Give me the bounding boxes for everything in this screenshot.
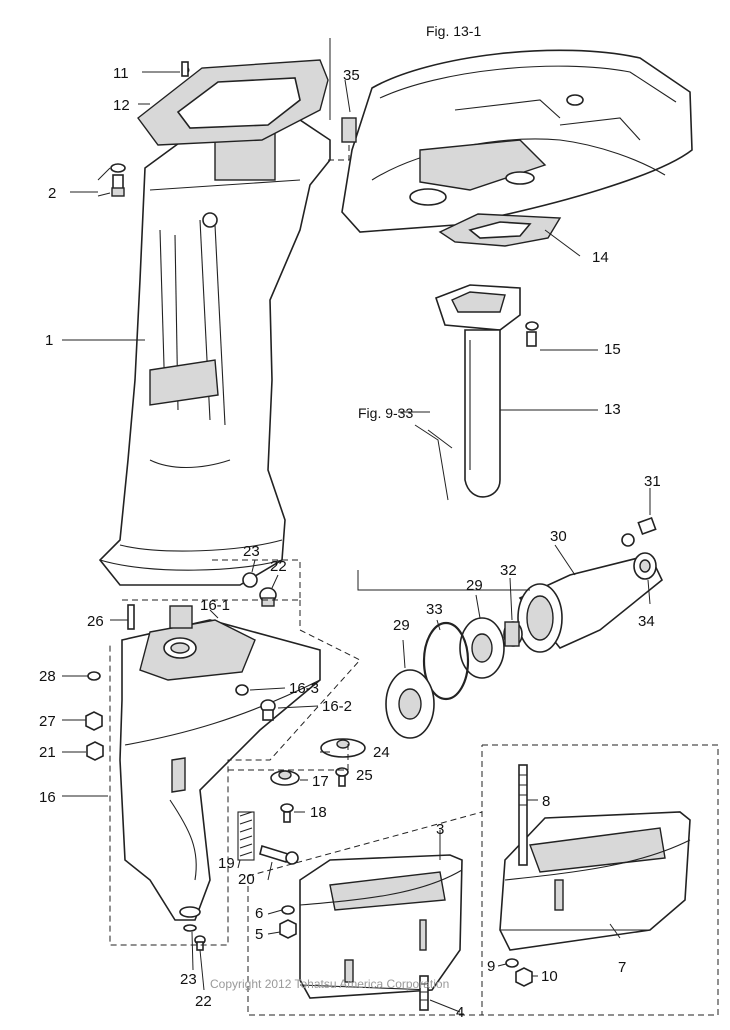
leader-lines	[62, 71, 651, 1013]
label-2: 2	[48, 185, 56, 202]
stud-4	[419, 975, 429, 1011]
label-22-top: 22	[270, 558, 287, 575]
screw-18	[280, 803, 294, 823]
bushing-32	[503, 621, 523, 647]
label-4: 4	[456, 1004, 464, 1021]
label-29-left: 29	[393, 617, 410, 634]
extension-7-bracket	[481, 744, 719, 1016]
washer-23-bottom	[183, 924, 197, 932]
washer-9	[505, 958, 519, 968]
part-labels: 11 12 35 2 1 14 15 13 31 30 23 22 32 29 …	[39, 65, 661, 1021]
anode-24	[320, 738, 366, 758]
label-35: 35	[343, 67, 360, 84]
water-tube-16-1	[169, 605, 193, 629]
spring-19	[237, 811, 255, 861]
label-10: 10	[541, 968, 558, 985]
label-32: 32	[500, 562, 517, 579]
label-5: 5	[255, 926, 263, 943]
gear-case-group-bracket	[109, 559, 361, 946]
extension-3-bracket	[247, 811, 483, 1016]
label-23-top: 23	[243, 543, 260, 560]
bearing-29-right	[459, 617, 505, 679]
screw-16-2	[260, 699, 276, 721]
o-ring-33	[422, 621, 470, 701]
label-19: 19	[218, 855, 235, 872]
extension-7	[499, 811, 691, 951]
label-16-1: 16-1	[200, 597, 230, 614]
label-16-2: 16-2	[322, 698, 352, 715]
label-16-3: 16-3	[289, 680, 319, 697]
label-6: 6	[255, 905, 263, 922]
stud-8	[518, 764, 528, 866]
label-23-bottom: 23	[180, 971, 197, 988]
nut-27	[85, 711, 103, 731]
label-27: 27	[39, 713, 56, 730]
part-35	[341, 117, 357, 143]
pump-housing-30	[517, 554, 663, 653]
label-12: 12	[113, 97, 130, 114]
bolt-2	[110, 163, 126, 197]
bolt-20	[259, 844, 299, 865]
label-29-right: 29	[466, 577, 483, 594]
label-33: 33	[426, 601, 443, 618]
label-21: 21	[39, 744, 56, 761]
bolt-15	[525, 321, 539, 347]
label-26: 26	[87, 613, 104, 630]
nut-21	[86, 741, 104, 761]
label-1: 1	[45, 332, 53, 349]
plug-22-bottom	[194, 935, 206, 951]
label-34: 34	[638, 613, 655, 630]
fig-ref-mid: Fig. 9-33	[358, 405, 413, 421]
seal-34	[633, 552, 657, 580]
exhaust-tube-13	[434, 284, 521, 498]
copyright-watermark: Copyright 2012 Tohatsu America Corporati…	[210, 977, 449, 991]
washer-23-top	[242, 572, 258, 588]
cap-17	[270, 770, 300, 786]
label-9: 9	[487, 958, 495, 975]
label-17: 17	[312, 773, 329, 790]
label-14: 14	[592, 249, 609, 266]
stud-26	[127, 604, 135, 630]
extension-3	[299, 854, 463, 999]
nut-10	[515, 967, 533, 987]
bearing-29-left	[385, 669, 435, 739]
label-24: 24	[373, 744, 390, 761]
gasket-14	[438, 213, 562, 247]
label-16: 16	[39, 789, 56, 806]
label-8: 8	[542, 793, 550, 810]
label-3: 3	[436, 821, 444, 838]
bottom-cowl-pan	[341, 49, 693, 233]
plug-22-top	[259, 587, 277, 607]
label-20: 20	[238, 871, 255, 888]
fig-ref-top: Fig. 13-1	[426, 23, 481, 39]
drive-shaft-housing	[98, 119, 331, 586]
gear-case-16	[119, 619, 321, 921]
label-7: 7	[618, 959, 626, 976]
screw-25	[335, 767, 349, 787]
label-15: 15	[604, 341, 621, 358]
label-28: 28	[39, 668, 56, 685]
label-11: 11	[113, 65, 129, 82]
bolt-31	[621, 516, 657, 547]
label-18: 18	[310, 804, 327, 821]
label-31: 31	[644, 473, 661, 490]
washer-28	[87, 671, 101, 681]
label-22-bottom: 22	[195, 993, 212, 1010]
label-13: 13	[604, 401, 621, 418]
part-16-3	[235, 684, 249, 696]
dowel-pin-11	[181, 61, 189, 77]
nut-5	[279, 919, 297, 939]
label-25: 25	[356, 767, 373, 784]
label-30: 30	[550, 528, 567, 545]
washer-6	[281, 905, 295, 915]
